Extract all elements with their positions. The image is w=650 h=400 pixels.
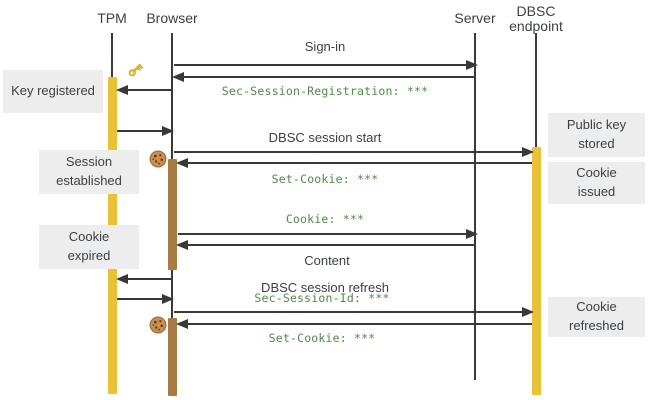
message-header-cookie: Cookie: *** (285, 212, 365, 226)
arrow-dbsc-session-refresh (174, 307, 534, 317)
key-icon (126, 60, 145, 84)
arrow-sign-in (174, 60, 478, 70)
note-key-registered: Key registered (3, 70, 103, 113)
message-header-set-cookie-refreshed: Set-Cookie: *** (268, 331, 376, 345)
message-label-dbsc-session-refresh: DBSC session refresh (261, 280, 389, 295)
cookie-icon (149, 150, 167, 173)
actor-label-dbsc-endpoint: DBSC endpoint (509, 3, 563, 34)
message-header-set-cookie-issued: Set-Cookie: *** (271, 172, 379, 186)
message-label-sign-in: Sign-in (304, 39, 346, 54)
activation-bar-browser-refresh (168, 318, 177, 396)
note-cookie-issued: Cookie issued (548, 162, 645, 204)
arrow-sign-in-response (172, 72, 476, 82)
arrow-dbsc-session-start (174, 147, 534, 157)
note-cookie-expired: Cookie expired (39, 225, 139, 269)
message-label-dbsc-session-start: DBSC session start (268, 130, 382, 145)
activation-bar-browser-session (168, 159, 177, 270)
arrow-key-registration (116, 85, 172, 95)
activation-bar-dbsc-endpoint (532, 147, 541, 395)
lifeline-server (474, 33, 476, 380)
arrow-set-cookie (176, 158, 532, 168)
actor-label-server: Server (454, 10, 496, 26)
arrow-set-cookie-refresh (176, 319, 532, 329)
lifeline-dbsc-endpoint (535, 33, 537, 147)
arrow-cookie-request (178, 229, 478, 239)
message-header-sec-session-registration: Sec-Session-Registration: *** (221, 84, 429, 98)
note-cookie-refreshed: Cookie refreshed (548, 297, 645, 337)
actor-label-tpm: TPM (97, 10, 127, 26)
message-header-sec-session-id: Sec-Session-Id: *** (254, 291, 390, 305)
arrow-content-response (176, 240, 476, 250)
arrow-refresh-tpm-response (117, 294, 174, 304)
note-session-established: Session established (39, 150, 139, 194)
actor-label-browser: Browser (146, 10, 198, 26)
arrow-refresh-tpm-request (116, 274, 172, 284)
cookie-icon (149, 316, 167, 339)
arrow-tpm-session-start (117, 126, 174, 136)
message-label-content: Content (304, 253, 350, 268)
note-public-key-stored: Public key stored (548, 113, 645, 157)
